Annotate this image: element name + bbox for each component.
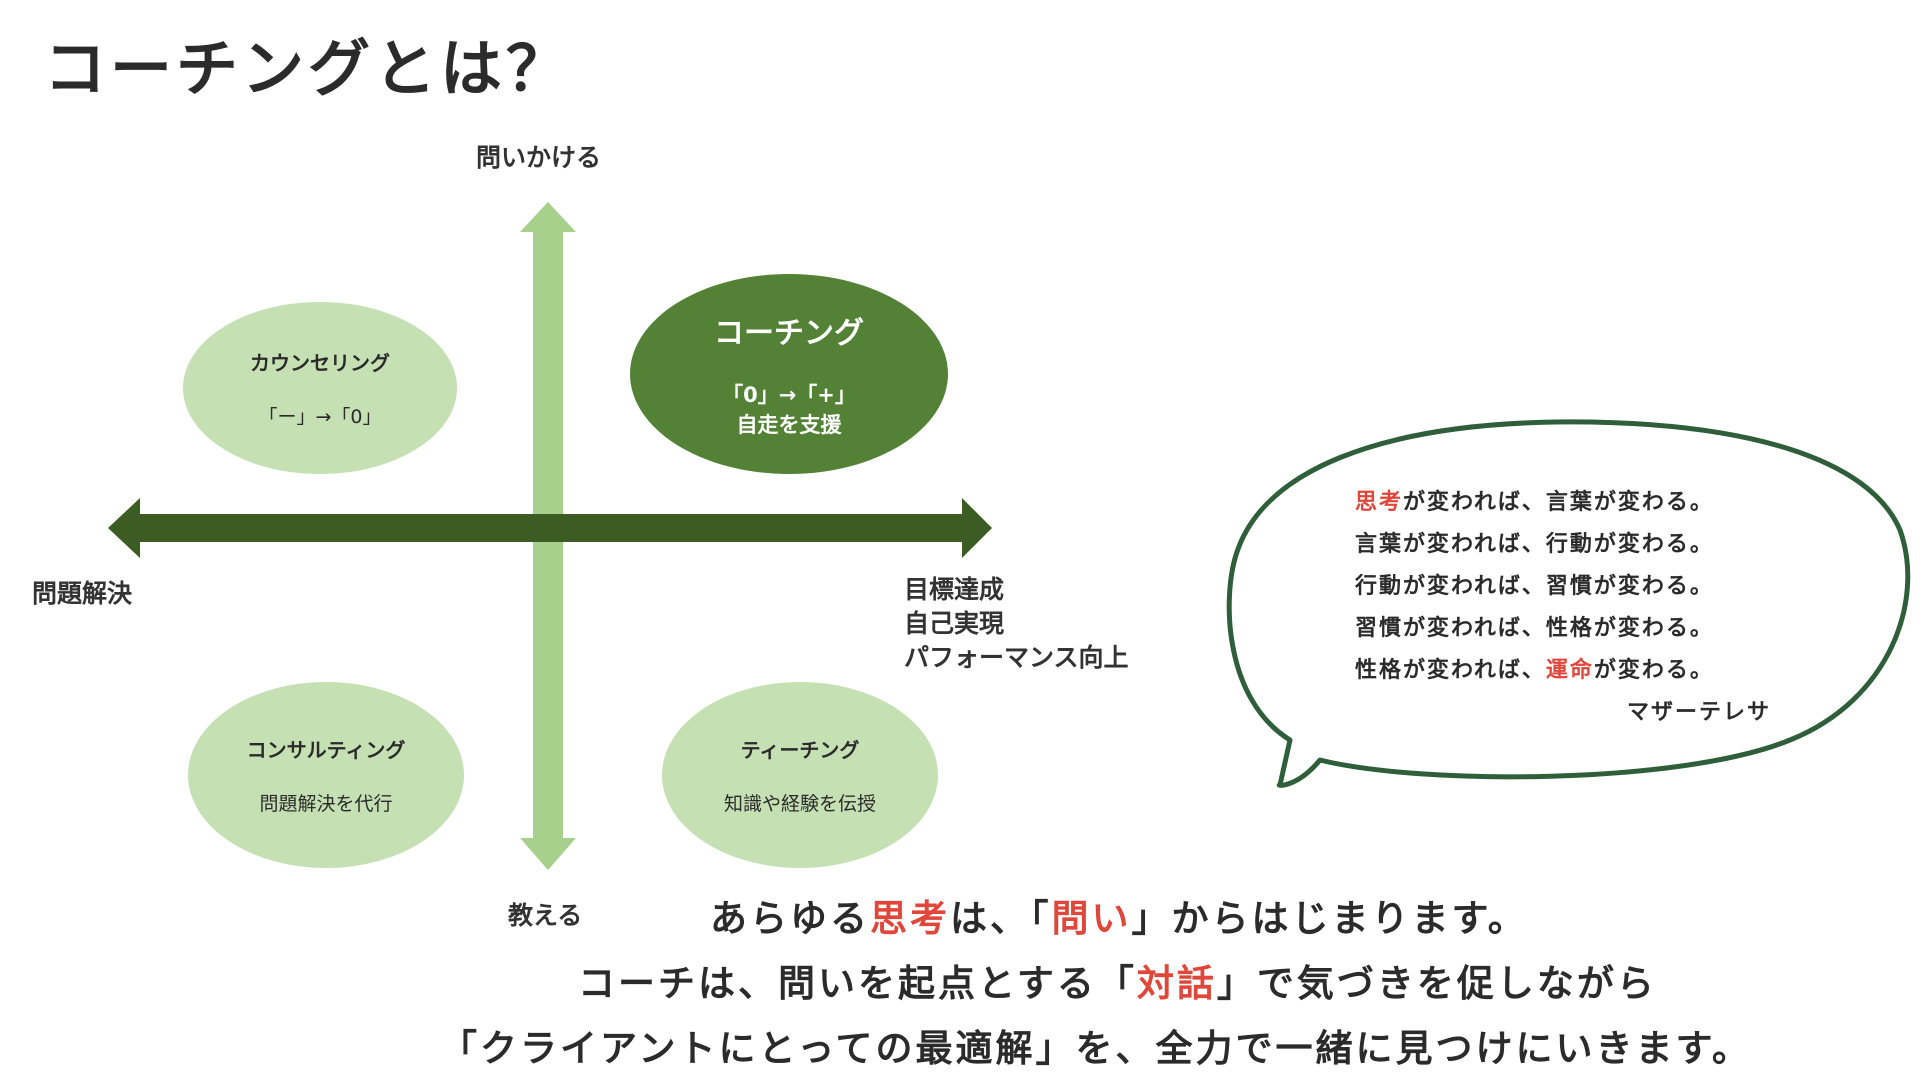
axis-label-left: 問題解決	[32, 579, 133, 608]
horizontal-arrow-shaft	[138, 514, 970, 542]
statement-line-2-part-2: 」で気づきを促しながら	[1216, 962, 1657, 1005]
quote-line-1-rest: が変われば、言葉が変わる。	[1403, 490, 1714, 515]
statement-line-1-highlight-2: 問い	[1051, 897, 1132, 940]
statement-line-1-part-2: は、「	[950, 897, 1052, 940]
quadrant-coaching-desc-line-2: 自走を支援	[736, 413, 842, 437]
quote-line-3: 行動が変われば、習慣が変わる。	[1355, 574, 1714, 599]
quadrant-counseling-title: カウンセリング	[250, 351, 390, 375]
quadrant-consulting-desc: 問題解決を代行	[259, 793, 393, 815]
quadrant-coaching: コーチング 「0」→「+」 自走を支援	[630, 274, 948, 474]
horizontal-arrow-right-head	[962, 498, 992, 558]
quadrant-counseling-desc: 「ー」→「0」	[258, 406, 382, 428]
quadrant-coaching-desc-line-1: 「0」→「+」	[722, 383, 856, 407]
quadrant-consulting: コンサルティング 問題解決を代行	[188, 682, 464, 868]
quote-block: 思考が変われば、言葉が変わる。 言葉が変われば、行動が変わる。 行動が変われば、…	[1355, 482, 1775, 734]
quote-line-5-before: 性格が変われば、	[1355, 658, 1546, 683]
statement-line-1-highlight-1: 思考	[870, 897, 950, 940]
quote-line-1: 思考が変われば、言葉が変わる。	[1355, 482, 1775, 524]
quadrant-consulting-title: コンサルティング	[246, 738, 406, 762]
statement-line-2-part-1: コーチは、問いを起点とする「	[578, 962, 1137, 1005]
statement-line-2-highlight: 対話	[1136, 962, 1217, 1005]
quote-line-4: 習慣が変われば、性格が変わる。	[1355, 616, 1714, 641]
axis-label-bottom: 教える	[508, 901, 583, 930]
quote-line-5-highlight: 運命	[1545, 658, 1594, 683]
axis-label-top: 問いかける	[476, 143, 602, 172]
statement-line-1: あらゆる思考は、「問い」からはじまります。	[710, 888, 1528, 942]
horizontal-axis-arrow	[108, 498, 992, 558]
quote-line-5-after: が変わる。	[1593, 658, 1714, 683]
quadrant-coaching-title: コーチング	[714, 316, 864, 351]
quote-line-2: 言葉が変われば、行動が変わる。	[1355, 532, 1714, 557]
statement-line-2: コーチは、問いを起点とする「対話」で気づきを促しながら	[578, 953, 1657, 1007]
quote-author: マザーテレサ	[1626, 700, 1771, 725]
quadrant-teaching: ティーチング 知識や経験を伝授	[662, 682, 938, 868]
statement-line-3: 「クライアントにとっての最適解」を、全力で一緒に見つけにいきます。	[440, 1027, 1752, 1070]
statement-line-1-part-3: 」からはじまります。	[1131, 897, 1528, 940]
axis-label-right-line-1: 目標達成	[904, 575, 1005, 604]
axis-label-right: 目標達成 自己実現 パフォーマンス向上	[904, 573, 1129, 675]
statement-line-1-part-1: あらゆる	[710, 897, 870, 940]
quadrant-counseling: カウンセリング 「ー」→「0」	[183, 302, 457, 474]
page-title: コーチングとは？	[44, 32, 573, 105]
vertical-arrow-up-head	[520, 202, 576, 232]
quadrant-teaching-title: ティーチング	[740, 738, 860, 762]
quote-line-1-highlight: 思考	[1355, 490, 1404, 515]
vertical-arrow-down-head	[520, 838, 576, 870]
speech-bubble	[1226, 419, 1911, 788]
quote-line-5: 性格が変われば、運命が変わる。	[1355, 650, 1775, 692]
quadrant-teaching-desc: 知識や経験を伝授	[723, 793, 876, 815]
horizontal-arrow-left-head	[108, 498, 140, 558]
axis-label-right-line-2: 自己実現	[904, 609, 1005, 638]
axis-label-right-line-3: パフォーマンス向上	[904, 643, 1129, 672]
